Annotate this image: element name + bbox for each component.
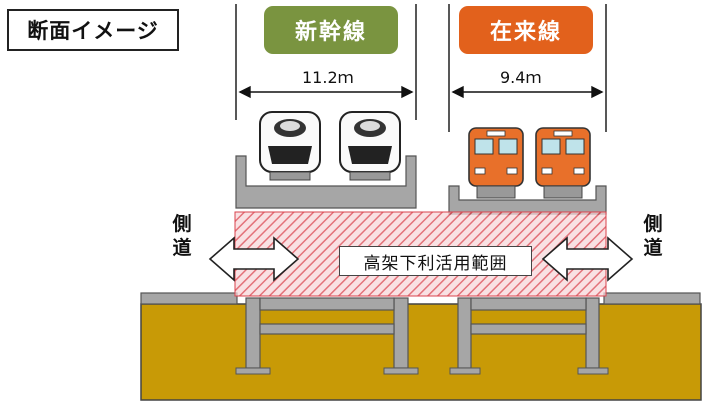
right-double-arrow	[541, 236, 634, 282]
sidewalk-right-label: 側道	[643, 213, 663, 259]
local-train-1	[468, 127, 524, 199]
shinkansen-width-label: 11.2ｍ	[302, 68, 354, 87]
zairaisen-width-label: 9.4ｍ	[500, 68, 542, 87]
shinkansen-viaduct	[235, 155, 419, 375]
utilization-range-label: 高架下利活用範囲	[339, 246, 532, 276]
shinkansen-train-1	[259, 111, 321, 181]
dimension-lines	[235, 4, 607, 132]
shinkansen-label: 新幹線	[264, 6, 398, 54]
left-double-arrow	[208, 236, 300, 282]
section-title: 断面イメージ	[7, 9, 179, 51]
shinkansen-train-2	[339, 111, 401, 181]
sidewalk-left-label: 側道	[172, 213, 192, 259]
local-train-2	[535, 127, 591, 199]
ground	[140, 292, 702, 401]
zairaisen-label: 在来線	[459, 6, 593, 54]
